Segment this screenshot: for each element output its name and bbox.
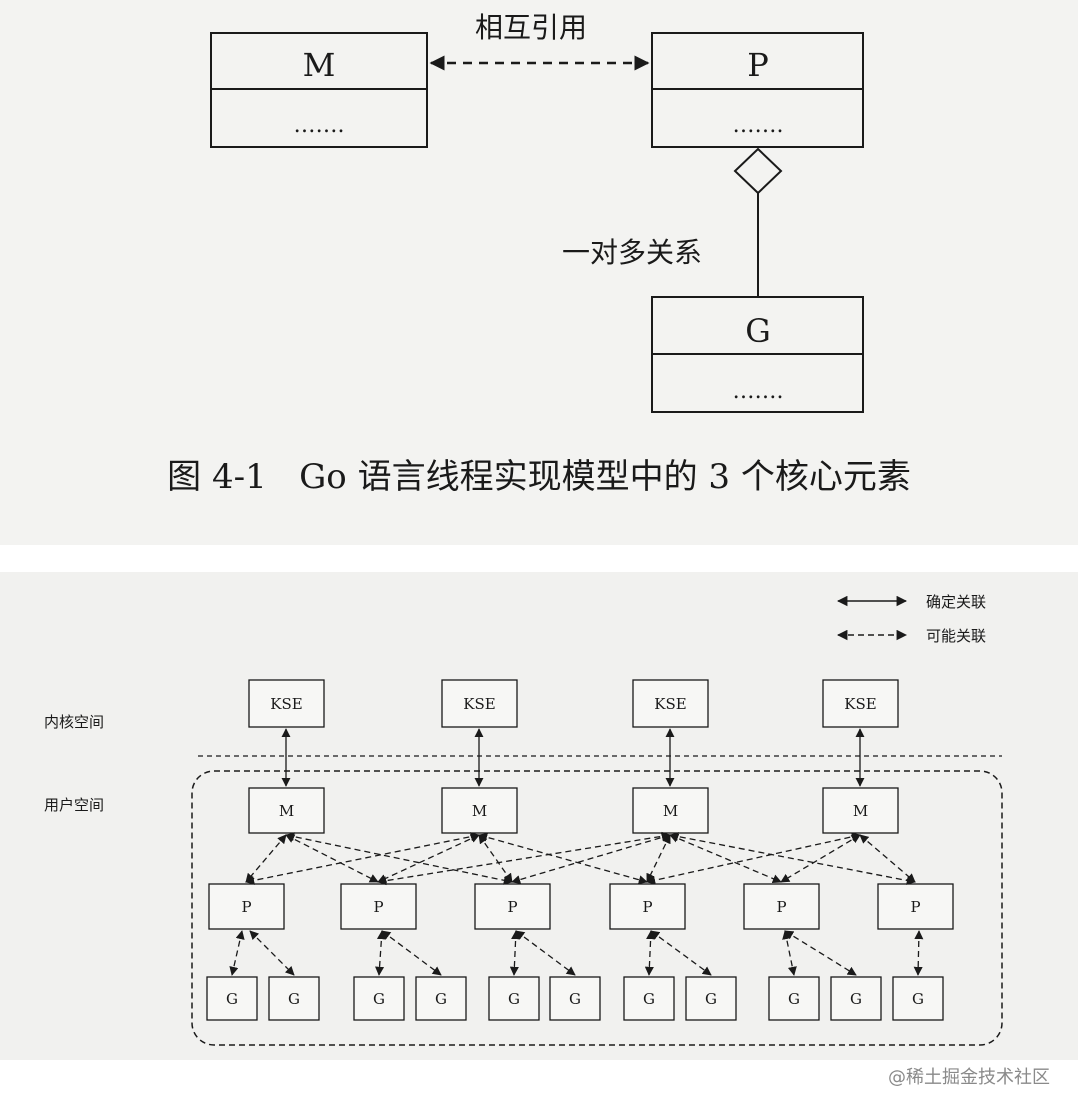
kse-box-2: KSE [441,679,518,728]
g-box-5: G [488,976,540,1021]
g-box-4: G [415,976,467,1021]
m-p-link-10 [646,834,671,883]
g-box-1: G [206,976,258,1021]
g-box-10: G [830,976,882,1021]
p-box-1-label: P [241,898,251,916]
m-class-body: ……. [294,113,345,138]
m-box-4: M [822,787,899,834]
aggregation-diamond [733,147,783,195]
kse-box-4: KSE [822,679,899,728]
g-box-11: G [892,976,944,1021]
p-g-link-3 [375,930,386,976]
p-box-3: P [474,883,551,930]
p-box-6-label: P [910,898,920,916]
m-box-3-label: M [663,802,678,820]
g-box-9-label: G [788,990,800,1008]
g-box-4-label: G [435,990,447,1008]
g-box-7: G [623,976,675,1021]
figure-2-links [229,728,924,976]
m-box-1: M [248,787,325,834]
m-p-link-3 [285,832,513,885]
m-p-link-12 [646,832,861,885]
legend-solid-label: 确定关联 [926,593,986,611]
user-space-region [191,770,1003,1046]
m-p-link-11 [669,834,782,883]
p-box-4: P [609,883,686,930]
figure-1-caption: 图 4-1 Go 语言线程实现模型中的 3 个核心元素 [167,457,911,497]
g-box-3: G [353,976,405,1021]
p-g-link-10 [784,930,857,976]
p-box-2-label: P [373,898,383,916]
g-box-11-label: G [912,990,924,1008]
m-p-link-14 [859,834,916,883]
g-box-9: G [768,976,820,1021]
figure-1-panel [0,0,1078,545]
mutual-reference-label: 相互引用 [475,11,587,44]
p-g-link-5 [509,930,521,976]
kse-box-3-label: KSE [654,695,686,713]
g-box-8-label: G [705,990,717,1008]
p-box-2: P [340,883,417,930]
m-box-1-label: M [279,802,294,820]
p-g-link-8 [650,930,712,976]
p-g-link-2 [249,930,295,976]
p-g-link-7 [644,930,656,976]
m-class-box: M ……. [210,32,428,148]
g-box-2-label: G [288,990,300,1008]
p-class-label: P [747,46,769,84]
g-box-1-label: G [226,990,238,1008]
p-class-body: ……. [733,113,784,138]
p-box-5: P [743,883,820,930]
p-box-6: P [877,883,954,930]
p-box-3-label: P [507,898,517,916]
p-g-link-4 [381,930,442,976]
g-box-6-label: G [569,990,581,1008]
p-box-1: P [208,883,285,930]
g-box-3-label: G [373,990,385,1008]
g-box-5-label: G [508,990,520,1008]
p-box-4-label: P [642,898,652,916]
legend-dashed-label: 可能关联 [926,627,986,645]
kse-box-1-label: KSE [270,695,302,713]
figure-2-nodes: KSE KSE KSE KSE M M M M P P P P P P G G G G G G G G G G G [206,679,954,1021]
m-box-4-label: M [853,802,868,820]
p-g-link-9 [782,930,797,976]
g-class-body: ……. [733,379,784,404]
m-p-link-8 [377,831,671,886]
g-box-8: G [685,976,737,1021]
m-box-2: M [441,787,518,834]
user-space-label: 用户空间 [44,796,104,814]
m-p-link-2 [285,834,379,883]
m-p-link-9 [511,832,671,885]
p-class-box: P ……. [651,32,864,148]
p-g-link-6 [515,930,576,976]
m-p-link-15 [669,832,916,885]
p-box-5-label: P [776,898,786,916]
kse-box-1: KSE [248,679,325,728]
m-class-label: M [303,46,336,84]
m-p-link-4 [245,832,480,885]
p-g-link-11 [913,930,924,976]
p-g-link-1 [229,930,245,976]
legend: 确定关联 可能关联 [836,593,986,645]
kse-box-4-label: KSE [844,695,876,713]
one-to-many-label: 一对多关系 [562,236,702,269]
g-box-2: G [268,976,320,1021]
m-p-link-6 [478,834,513,883]
m-p-link-5 [377,834,480,883]
g-class-box: G ……. [651,296,864,413]
m-box-3: M [632,787,709,834]
g-class-label: G [745,312,771,350]
watermark: @稀土掘金技术社区 [888,1067,1050,1088]
g-box-7-label: G [643,990,655,1008]
kse-box-2-label: KSE [463,695,495,713]
m-p-link-7 [478,832,648,885]
g-box-10-label: G [850,990,862,1008]
kernel-space-label: 内核空间 [44,713,104,731]
kse-box-3: KSE [632,679,709,728]
g-box-6: G [549,976,601,1021]
m-box-2-label: M [472,802,487,820]
